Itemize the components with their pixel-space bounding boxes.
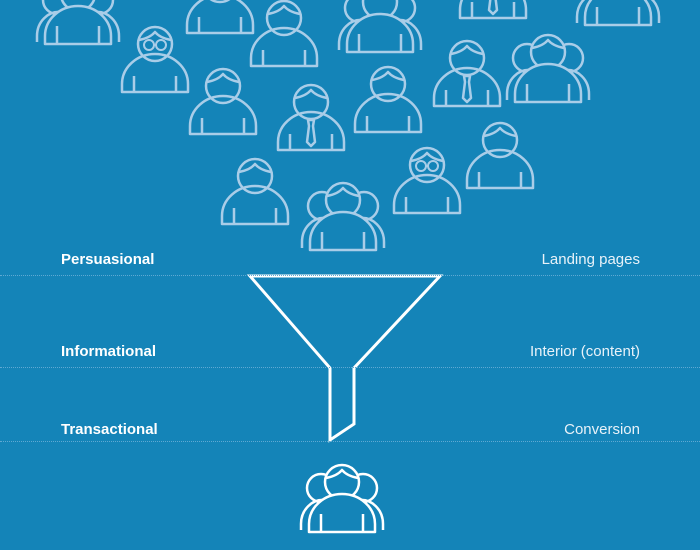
- businessman-icon: [458, 0, 528, 20]
- person-icon: [220, 157, 290, 226]
- person-group-icon: [35, 0, 121, 46]
- person-icon: [249, 0, 319, 68]
- person-icon: [353, 65, 423, 134]
- businessman-icon: [432, 39, 502, 108]
- person-with-glasses-icon: [120, 25, 190, 94]
- person-icon: [185, 0, 255, 35]
- page-type-interior: Interior (content): [529, 343, 640, 360]
- person-group-icon: [505, 33, 591, 104]
- page-type-conversion: Conversion: [564, 421, 640, 438]
- converted-customers-icon: [299, 463, 385, 534]
- person-with-glasses-icon: [392, 146, 462, 215]
- person-group-icon: [337, 0, 423, 54]
- stage-divider: [0, 367, 700, 368]
- person-icon: [465, 121, 535, 190]
- stage-label-informational: Informational: [61, 343, 157, 360]
- stage-divider: [0, 275, 700, 276]
- person-icon: [188, 67, 258, 136]
- stage-label-transactional: Transactional: [61, 421, 158, 438]
- funnel-icon: [246, 274, 444, 443]
- person-group-icon: [300, 181, 386, 252]
- crowd: [35, 0, 661, 252]
- person-group-icon: [575, 0, 661, 27]
- page-type-landing-pages: Landing pages: [541, 251, 640, 268]
- stage-label-persuasional: Persuasional: [61, 251, 155, 268]
- businessman-icon: [276, 83, 346, 152]
- stage-divider: [0, 441, 700, 442]
